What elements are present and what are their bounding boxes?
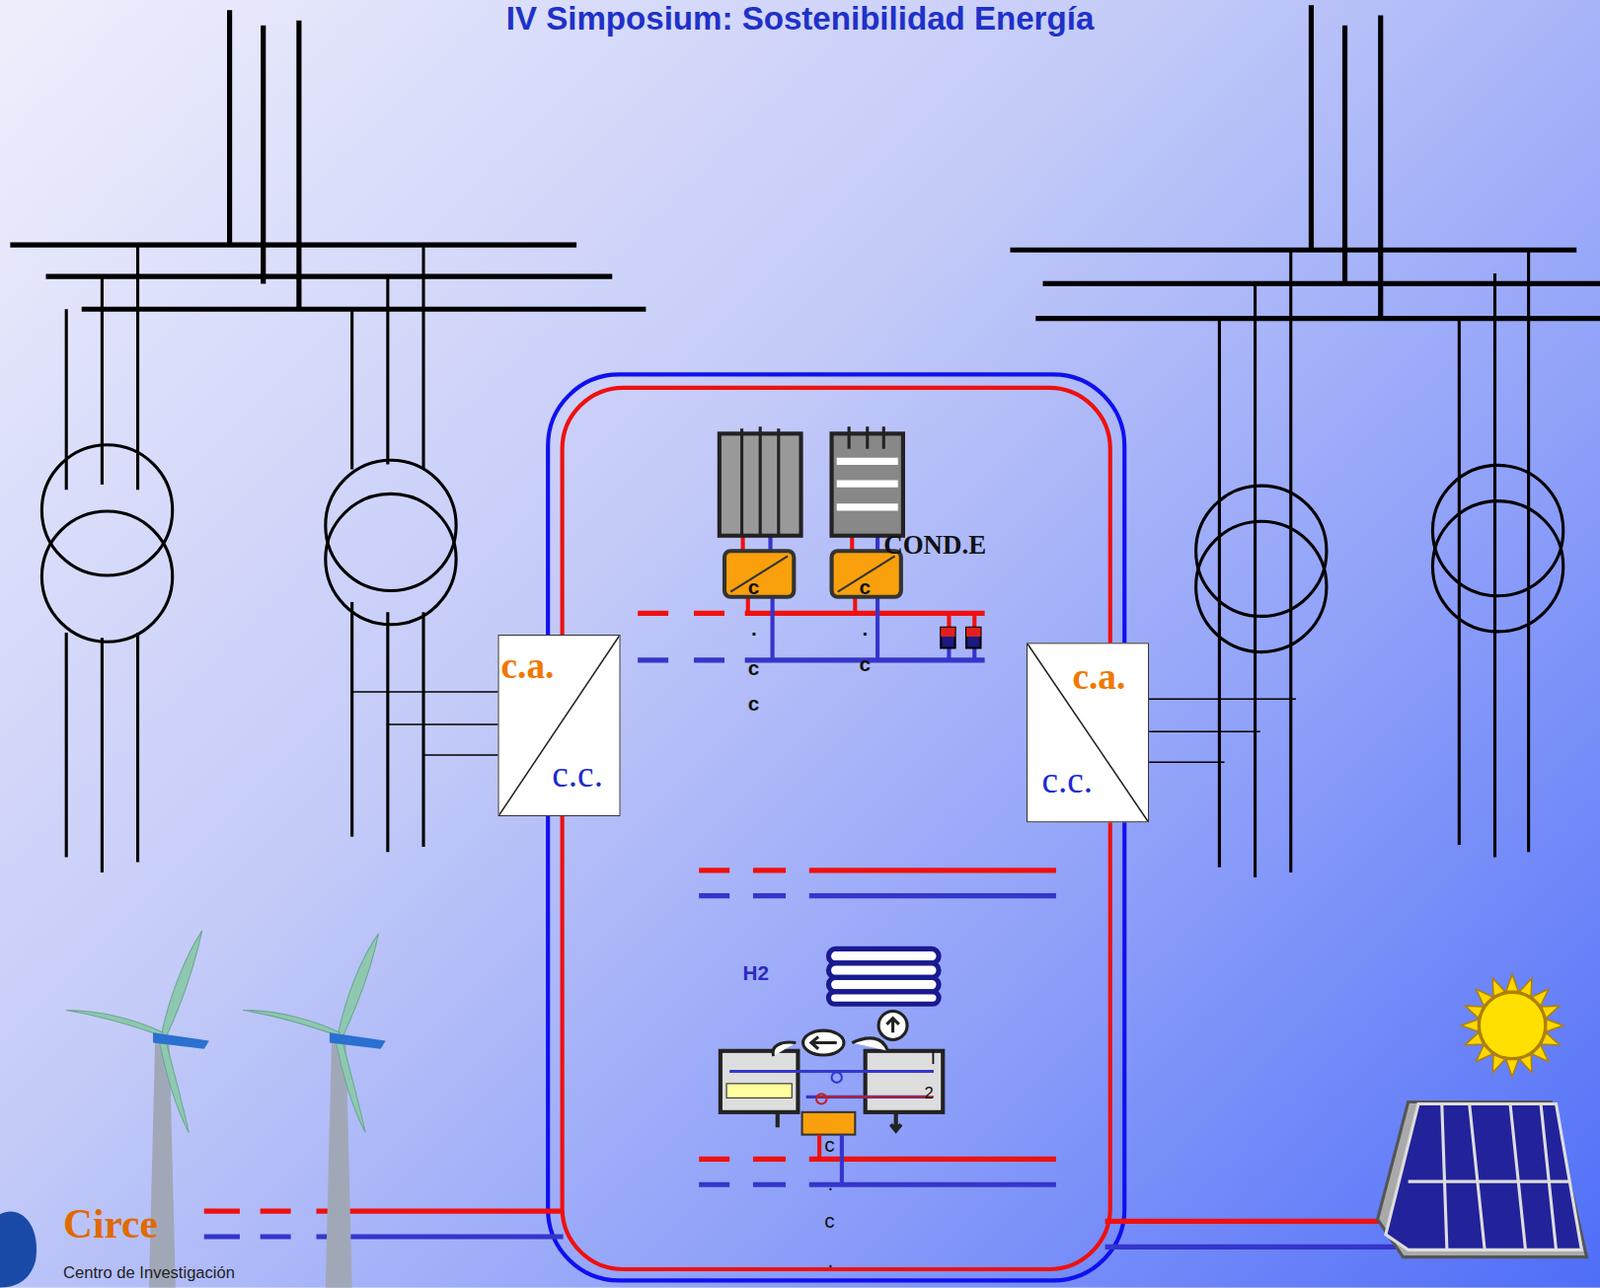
converter-mark: c <box>824 1135 835 1156</box>
converter-mark: . <box>827 1173 834 1195</box>
hydrogen-label: H2 <box>743 963 769 985</box>
logo-subtitle: Centro de Investigación <box>63 1265 235 1283</box>
capacitor-label: COND.E <box>883 533 987 560</box>
converter-box: c.a. c.c. <box>1026 642 1149 823</box>
ac-label: c.a. <box>1072 658 1127 695</box>
converter-mark: . <box>751 617 758 639</box>
converter-mark: c <box>858 576 871 598</box>
converter-mark: c <box>824 1210 835 1231</box>
title: IV Simposium: Sostenibilidad Energía <box>0 1 1600 35</box>
dc-label: c.c. <box>1042 761 1094 799</box>
converter-mark: c <box>748 576 761 598</box>
converter-box: c.a. c.c. <box>497 634 620 817</box>
cell-mark: I <box>930 1049 936 1068</box>
converter-mark: . <box>862 617 869 639</box>
converter-mark: c <box>858 654 871 676</box>
logo-text: Circe <box>63 1204 158 1245</box>
converter-mark: c <box>748 658 761 680</box>
converter-mark: c <box>748 692 761 714</box>
ac-label: c.a. <box>501 647 555 685</box>
converter-mark: . <box>827 1249 834 1271</box>
dc-label: c.c. <box>551 756 604 793</box>
cell-mark: 2 <box>924 1085 934 1103</box>
